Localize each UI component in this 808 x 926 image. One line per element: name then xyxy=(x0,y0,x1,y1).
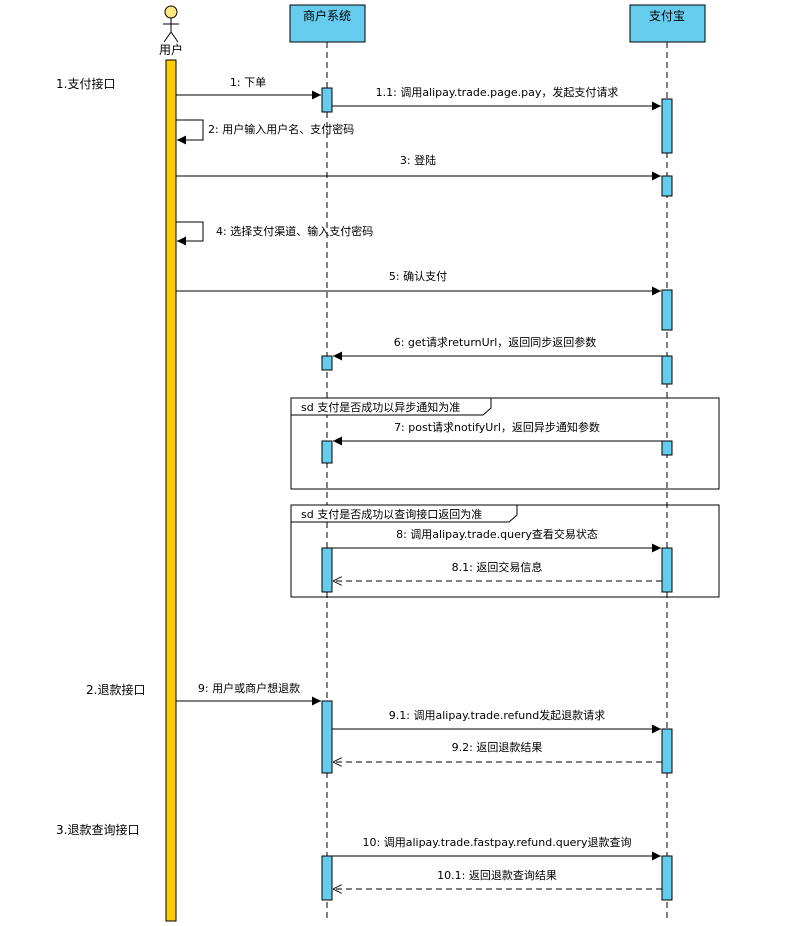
alipay-activation-6 xyxy=(661,355,673,385)
frame-async-box xyxy=(290,397,720,490)
alipay-header-box xyxy=(629,4,706,43)
frame-query-title: sd 支付是否成功以查询接口返回为准 xyxy=(301,507,482,521)
msg-5-label: 5: 确认支付 xyxy=(389,270,447,283)
merchant-header-label: 商户系统 xyxy=(303,8,351,23)
msg-2-label: 2: 用户输入用户名、支付密码 xyxy=(208,122,354,136)
merchant-activation-7 xyxy=(321,440,333,464)
msg-8-label: 8: 调用alipay.trade.query查看交易状态 xyxy=(396,527,598,541)
frame-query-tab xyxy=(290,504,518,523)
frame-async: sd 支付是否成功以异步通知为准 xyxy=(290,397,720,490)
alipay-activation-5 xyxy=(661,289,673,331)
alipay-activation-1-1 xyxy=(661,98,673,154)
alipay-activation-10 xyxy=(661,855,673,901)
alipay-activation-3 xyxy=(661,175,673,197)
section-label-refund: 2.退款接口 xyxy=(86,682,145,697)
merchant-participant: 商户系统 xyxy=(289,4,366,43)
user-actor-label: 用户 xyxy=(159,42,183,57)
alipay-participant: 支付宝 xyxy=(629,4,706,43)
msg-7-label: 7: post请求notifyUrl，返回异步通知参数 xyxy=(394,420,600,434)
user-actor-leg-left xyxy=(163,31,172,43)
alipay-activation-9-1 xyxy=(661,728,673,774)
frame-async-tab xyxy=(290,397,492,416)
msg-6-label: 6: get请求returnUrl，返回同步返回参数 xyxy=(394,335,597,349)
msg-9-2-label: 9.2: 返回退款结果 xyxy=(452,740,543,754)
user-lifeline-bar xyxy=(165,59,177,922)
msg-9-label: 9: 用户或商户想退款 xyxy=(198,681,300,695)
merchant-activation-6 xyxy=(321,355,333,371)
alipay-activation-7 xyxy=(661,440,673,456)
merchant-activation-1 xyxy=(321,87,333,113)
frame-query: sd 支付是否成功以查询接口返回为准 xyxy=(290,504,720,598)
section-label-refund-query: 3.退款查询接口 xyxy=(56,822,139,837)
frame-async-title: sd 支付是否成功以异步通知为准 xyxy=(301,400,460,414)
merchant-header-box xyxy=(289,4,366,43)
merchant-activation-10 xyxy=(321,855,333,901)
user-actor-leg-right xyxy=(170,31,179,43)
msg-3-label: 3: 登陆 xyxy=(400,153,436,167)
msg-1-1-label: 1.1: 调用alipay.trade.page.pay，发起支付请求 xyxy=(376,85,619,99)
alipay-header-label: 支付宝 xyxy=(649,9,685,23)
msg-4-label: 4: 选择支付渠道、输入支付密码 xyxy=(216,224,373,238)
user-actor: 用户 xyxy=(159,5,183,57)
user-actor-head xyxy=(164,5,178,19)
msg-4-arrow xyxy=(176,221,204,246)
msg-10-1-label: 10.1: 返回退款查询结果 xyxy=(437,868,557,882)
msg-10-label: 10: 调用alipay.trade.fastpay.refund.query退… xyxy=(363,835,632,849)
msg-1-label: 1: 下单 xyxy=(230,76,266,89)
merchant-activation-9 xyxy=(321,700,333,774)
msg-2-arrow xyxy=(176,119,204,145)
section-label-pay: 1.支付接口 xyxy=(56,76,115,91)
msg-8-1-label: 8.1: 返回交易信息 xyxy=(452,560,543,574)
merchant-activation-8 xyxy=(321,547,333,593)
alipay-activation-8 xyxy=(661,547,673,593)
msg-9-1-label: 9.1: 调用alipay.trade.refund发起退款请求 xyxy=(389,708,605,722)
